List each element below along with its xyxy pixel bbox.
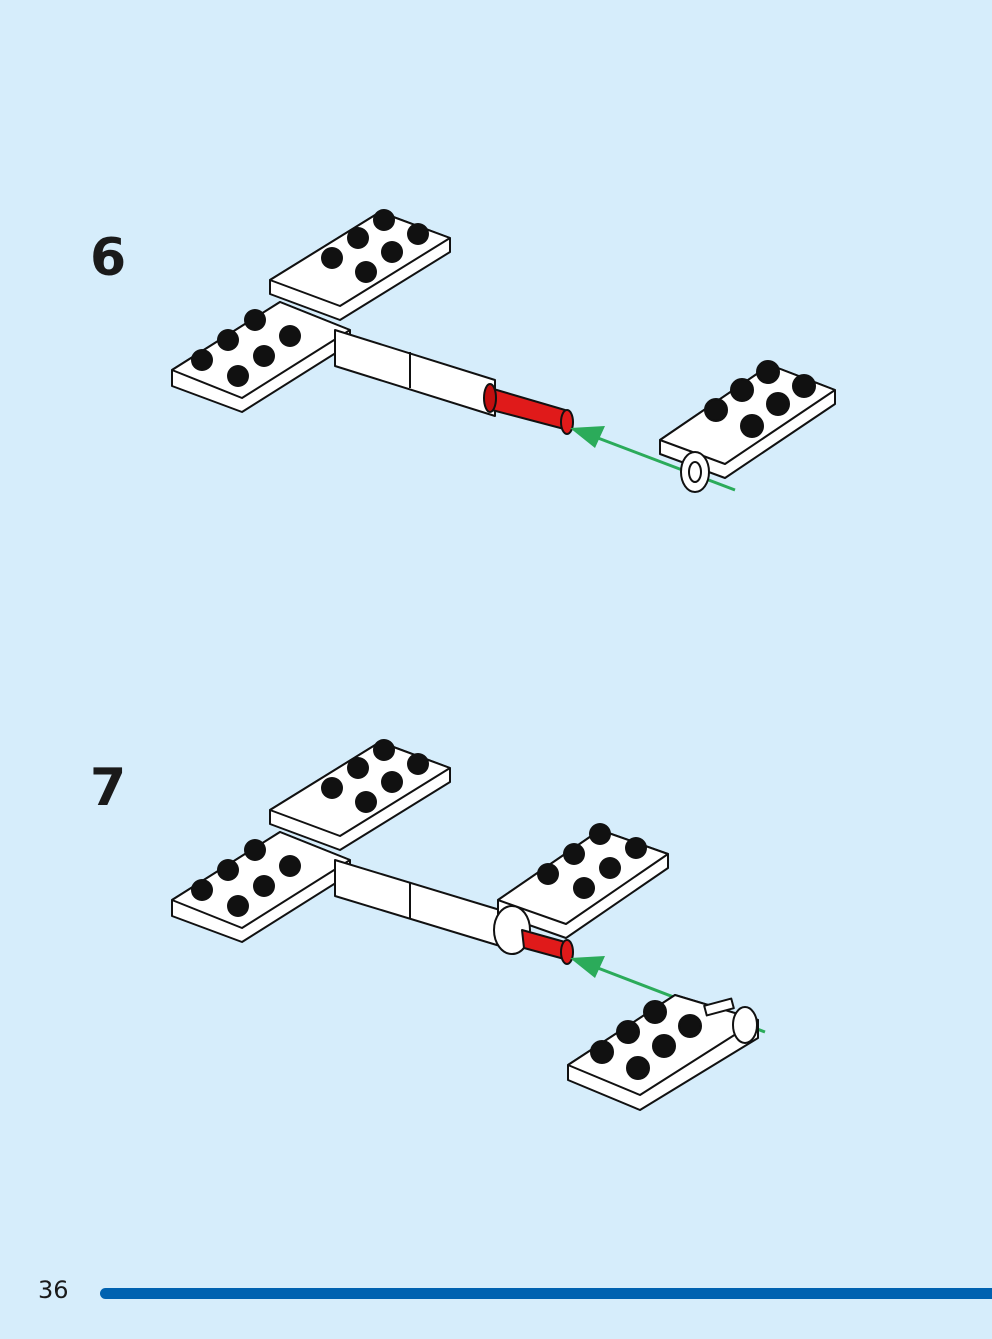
plate-studs-7 [191,739,647,917]
page-number: 36 [38,1276,69,1304]
green-arrow-6 [570,426,736,492]
step-number-6: 6 [90,228,127,288]
step-6-illustration [171,209,836,493]
footer-bar [100,1288,992,1299]
step-7-illustration [171,739,766,1111]
plate-studs-6 [191,209,429,387]
step-number-7: 7 [90,758,127,818]
hinge-plate-7 [567,994,759,1111]
hinge-plate-6 [659,360,836,493]
t-plate-assembly [171,211,574,435]
